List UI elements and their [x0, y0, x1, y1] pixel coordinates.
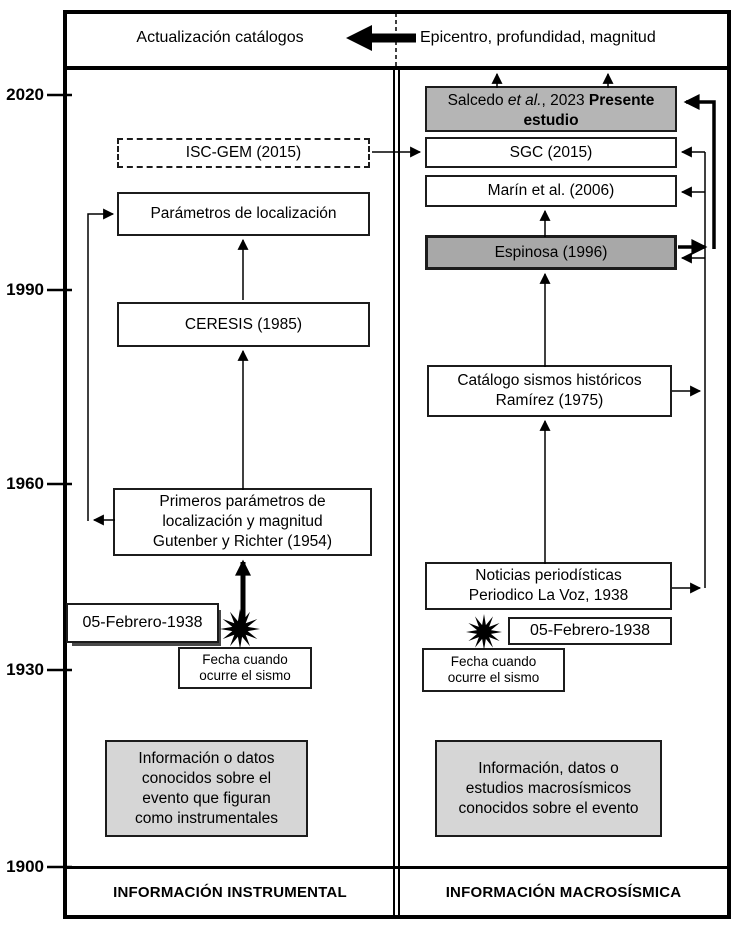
box-catalogo-ramirez: Catálogo sismos históricos Ramírez (1975…	[427, 365, 672, 417]
box-noticias-line2: Periodico La Voz, 1938	[468, 587, 629, 604]
box-marin: Marín et al. (2006)	[425, 175, 677, 207]
timeline-year-label: 1900	[6, 857, 44, 876]
box-sgc: SGC (2015)	[425, 137, 677, 168]
box-fecha-sismo-left-label: 05-Febrero-1938	[82, 614, 203, 631]
box-salcedo-prefix: Salcedo	[447, 92, 508, 109]
box-fecha-nota-left-line1: Fecha cuando	[202, 652, 288, 667]
box-catalogo-line2: Ramírez (1975)	[495, 392, 604, 409]
box-ceresis-label: CERESIS (1985)	[184, 315, 303, 333]
box-gutenberg-line3: Gutenber y Richter (1954)	[152, 533, 333, 550]
box-fecha-nota-left-line2: ocurre el sismo	[199, 668, 291, 683]
column-divider-left-line	[393, 70, 395, 919]
header-right-label: Epicentro, profundidad, magnitud	[420, 29, 656, 46]
outer-frame	[63, 10, 731, 919]
footer-right-label: INFORMACIÓN MACROSÍSMICA	[445, 883, 682, 901]
box-fecha-nota-right-line1: Fecha cuando	[450, 654, 537, 669]
box-parametros-label: Parámetros de localización	[150, 205, 337, 222]
box-parametros-localizacion: Parámetros de localización	[117, 192, 370, 236]
box-salcedo-etal: et al.	[507, 92, 542, 109]
header-divider-line	[63, 66, 731, 70]
timeline-year-label: 1930	[6, 660, 44, 679]
box-sgc-label: SGC (2015)	[509, 143, 593, 161]
footer-divider-line	[63, 866, 731, 869]
box-salcedo-mid: , 2023	[541, 92, 589, 109]
box-nota-macrosismica-line1: Información, datos o	[478, 759, 619, 777]
box-nota-instrumental-line3: evento que figuran	[142, 789, 271, 807]
box-nota-instrumental: Información o datos conocidos sobre el e…	[105, 740, 308, 837]
box-nota-instrumental-line4: como instrumentales	[134, 809, 278, 827]
box-fecha-sismo-left: 05-Febrero-1938	[66, 603, 219, 643]
column-divider-right-line	[398, 70, 400, 919]
box-gutenberg-line1: Primeros parámetros de	[159, 493, 326, 510]
box-nota-instrumental-line1: Información o datos	[138, 749, 275, 767]
box-fecha-nota-right-line2: ocurre el sismo	[447, 670, 540, 685]
timeline-year-label: 1990	[6, 280, 44, 299]
footer-left-label: INFORMACIÓN INSTRUMENTAL	[113, 883, 347, 901]
box-gutenberg-richter: Primeros parámetros de localización y ma…	[113, 488, 372, 556]
box-noticias-line1: Noticias periodísticas	[475, 567, 622, 584]
box-fecha-sismo-right-label: 05-Febrero-1938	[529, 622, 651, 639]
box-catalogo-line1: Catálogo sismos históricos	[457, 372, 642, 389]
timeline-year-label: 2020	[6, 85, 44, 104]
box-nota-instrumental-line2: conocidos sobre el	[141, 769, 272, 787]
box-salcedo-bold: Presente estudio	[523, 92, 655, 129]
timeline-year-label: 1960	[6, 474, 44, 493]
header-left-label: Actualización catálogos	[136, 29, 304, 46]
box-espinosa: Espinosa (1996)	[425, 235, 677, 270]
box-isc-gem: ISC-GEM (2015)	[117, 138, 370, 168]
box-marin-label: Marín et al. (2006)	[487, 182, 615, 199]
box-gutenberg-line2: localización y magnitud	[162, 513, 323, 530]
box-nota-macrosismica-line2: estudios macrosísmicos	[465, 779, 632, 797]
box-fecha-sismo-right: 05-Febrero-1938	[508, 617, 672, 645]
box-fecha-nota-left: Fecha cuando ocurre el sismo	[178, 647, 312, 689]
box-fecha-nota-right: Fecha cuando ocurre el sismo	[422, 648, 565, 692]
box-nota-macrosismica-line3: conocidos sobre el evento	[458, 799, 639, 817]
box-espinosa-label: Espinosa (1996)	[494, 243, 608, 261]
box-salcedo-presente-estudio: Salcedo et al., 2023 Presente estudio	[425, 86, 677, 132]
box-noticias-periodisticas: Noticias periodísticas Periodico La Voz,…	[425, 562, 672, 610]
box-ceresis: CERESIS (1985)	[117, 302, 370, 347]
box-isc-gem-label: ISC-GEM (2015)	[185, 144, 302, 161]
box-nota-macrosismica: Información, datos o estudios macrosísmi…	[435, 740, 662, 837]
